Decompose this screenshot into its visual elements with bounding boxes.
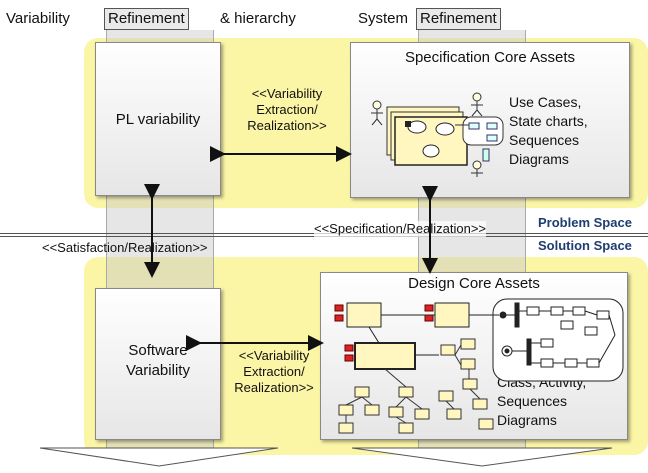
spec-item: Diagrams <box>509 151 569 167</box>
design-item: Sequences <box>497 393 568 409</box>
software-variability-line: Variability <box>126 362 190 379</box>
spec-item: Sequences <box>509 132 580 148</box>
top-link-line: Realization>> <box>247 118 327 133</box>
top-link-line: Extraction/ <box>256 102 318 117</box>
spec-core-assets-items: Use Cases, State charts, Sequences Diagr… <box>509 93 588 169</box>
bottom-link-line: Realization>> <box>234 380 314 395</box>
spec-realization-label: <<Specification/Realization>> <box>314 221 487 237</box>
right-refinement-label: Refinement <box>416 8 501 30</box>
hierarchy-label: & hierarchy <box>220 10 296 27</box>
satisfaction-label: <<Satisfaction/Realization>> <box>42 240 208 255</box>
problem-space-label: Problem Space <box>538 215 632 230</box>
bottom-variability-link-text: <<Variability Extraction/ Realization>> <box>222 348 326 396</box>
spec-core-assets-box: Specification Core Assets Use Cases, Sta… <box>350 42 630 198</box>
software-variability-line: Software <box>128 342 188 359</box>
top-variability-link-text: <<Variability Extraction/ Realization>> <box>224 86 350 134</box>
left-refinement-label: Refinement <box>104 8 189 30</box>
spec-item: Use Cases, <box>509 94 582 110</box>
bottom-link-line: Extraction/ <box>243 364 305 379</box>
design-core-assets-box: Design Core Assets Class, Activity, Sequ… <box>320 272 628 440</box>
variability-label: Variability <box>6 10 70 27</box>
design-model-illustration <box>334 298 624 434</box>
software-variability-box: Software Variability <box>95 288 221 440</box>
system-label: System <box>358 10 409 27</box>
design-core-assets-title: Design Core Assets <box>408 275 540 292</box>
design-item: Diagrams <box>497 412 557 428</box>
spec-item: State charts, <box>509 113 588 129</box>
bottom-link-line: <<Variability <box>238 348 310 363</box>
pl-variability-box: PL variability <box>95 42 221 196</box>
software-variability-label: Software Variability <box>96 341 220 381</box>
top-link-line: <<Variability <box>251 86 323 101</box>
spec-core-assets-title: Specification Core Assets <box>404 49 576 66</box>
pl-variability-label: PL variability <box>115 111 201 128</box>
solution-space-label: Solution Space <box>538 238 632 253</box>
spec-model-illustration <box>371 92 504 177</box>
